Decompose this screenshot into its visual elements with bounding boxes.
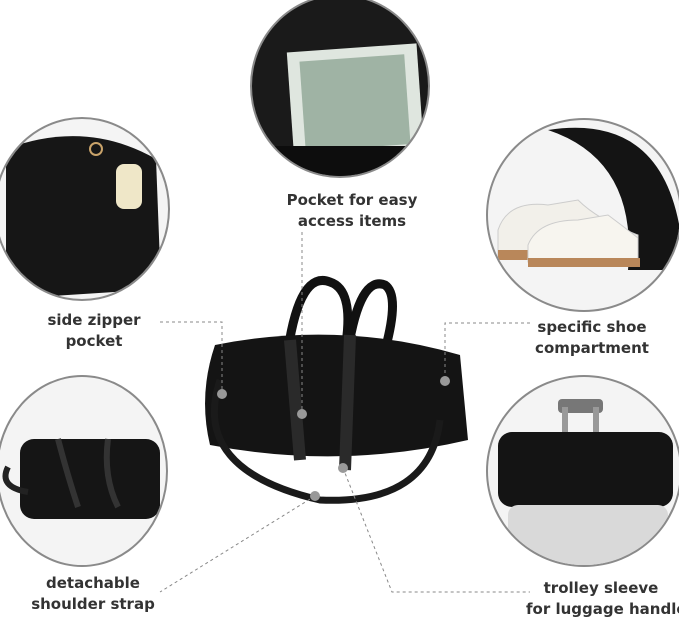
detail-circle-shoulder-strap (0, 375, 168, 567)
bag-body (205, 334, 468, 457)
callout-text: shoulder strap (31, 595, 155, 613)
callout-pocket: Pocket for easy access items (272, 190, 432, 232)
callout-text: compartment (535, 339, 649, 357)
bag-handle (343, 279, 397, 352)
detail-circle-side-pocket (0, 117, 170, 301)
bag-handle (283, 276, 353, 351)
shoulder-strap (210, 378, 444, 504)
callout-text: for luggage handle (526, 600, 679, 618)
callout-lines (159, 232, 530, 593)
callout-dots (217, 376, 450, 501)
callout-text: access items (297, 212, 407, 230)
callout-strap: detachable shoulder strap (28, 573, 158, 615)
side-pocket-image (6, 136, 161, 299)
callout-text: pocket (65, 332, 123, 350)
bag-on-luggage-image (498, 399, 673, 565)
callout-text: Pocket for easy (286, 191, 418, 209)
callout-trolley: trolley sleeve for luggage handle (526, 578, 679, 620)
bag-with-strap-image (2, 438, 160, 519)
callout-side-pocket: side zipper pocket (34, 310, 154, 352)
detail-circle-shoe-compartment (486, 118, 679, 312)
callout-text: specific shoe (537, 318, 647, 336)
callout-text: side zipper (47, 311, 141, 329)
cash-in-pocket-image (252, 43, 428, 176)
bag-strap-bands (284, 334, 356, 471)
callout-text: detachable (46, 574, 140, 592)
callout-shoe: specific shoe compartment (528, 317, 656, 359)
detail-circle-trolley-sleeve (486, 375, 679, 567)
shoe-compartment-image (497, 127, 679, 270)
detail-circle-front-pocket (250, 0, 430, 178)
callout-text: trolley sleeve (543, 579, 659, 597)
